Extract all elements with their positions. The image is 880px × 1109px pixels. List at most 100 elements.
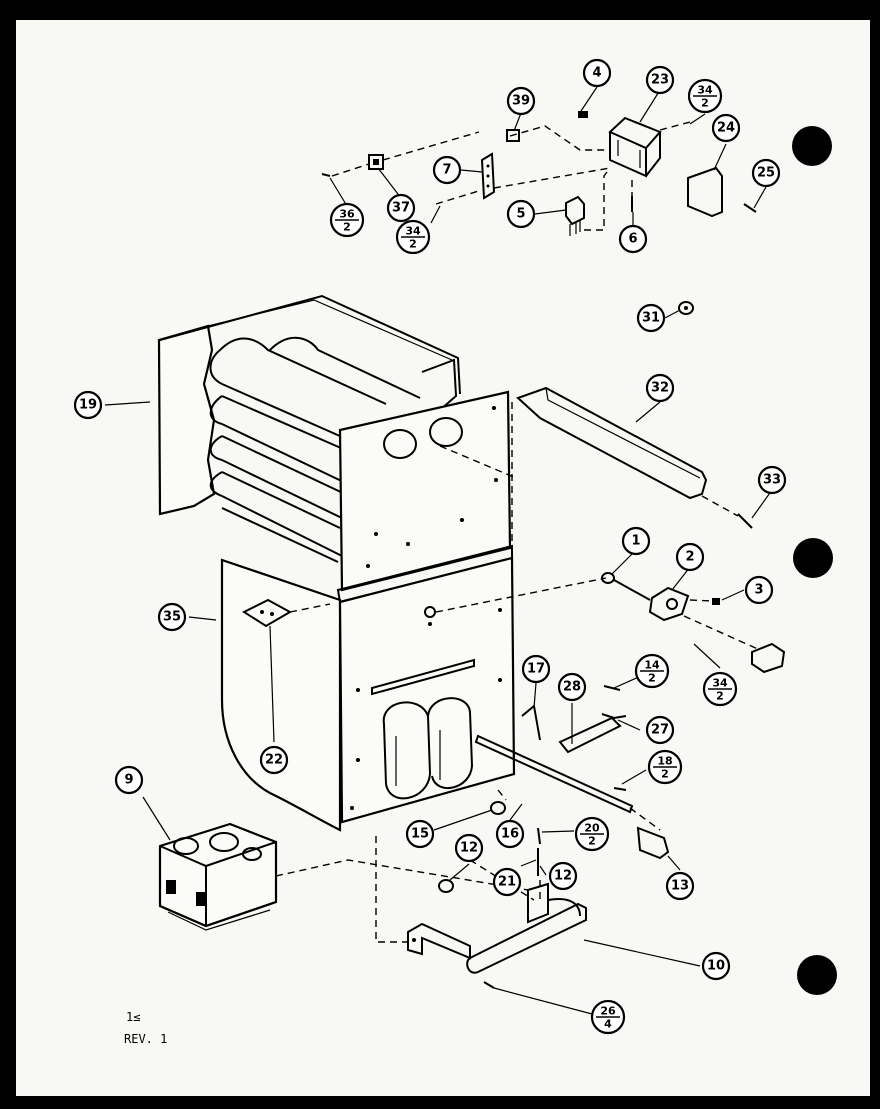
callout-21: 21 (492, 867, 522, 897)
callout-part-number: 13 (671, 879, 689, 894)
callout-part-number: 2 (685, 550, 694, 565)
callout-circle (114, 765, 144, 795)
callout-part-number: 5 (516, 207, 525, 222)
callout-part-number: 39 (512, 94, 530, 109)
heat-exchanger-assembly (157, 294, 607, 832)
callout-part-number: 33 (763, 473, 781, 488)
callout-part-number: 37 (392, 201, 410, 216)
callout-circle (405, 819, 435, 849)
callout-16: 16 (495, 819, 525, 849)
callout-circle (675, 542, 705, 572)
callout-18-qty-2: 182 (647, 749, 683, 785)
callout-3: 3 (744, 575, 774, 605)
callout-circle (506, 86, 536, 116)
callout-part-number: 3 (754, 583, 763, 598)
callout-part-number: 16 (501, 827, 519, 842)
callout-circle (73, 390, 103, 420)
callout-part-number: 25 (757, 166, 775, 181)
callout-34-qty-2: 342 (395, 219, 431, 255)
callout-37: 37 (386, 193, 416, 223)
callout-part-number: 32 (651, 381, 669, 396)
callout-circle (495, 819, 525, 849)
callout-part-number: 34 (697, 84, 713, 97)
callout-circle (701, 951, 731, 981)
callout-quantity: 2 (701, 97, 709, 110)
callout-22: 22 (259, 745, 289, 775)
callout-7: 7 (432, 155, 462, 185)
binder-hole-middle (793, 538, 833, 578)
callout-39: 39 (506, 86, 536, 116)
callout-circle (557, 672, 587, 702)
callout-part-number: 6 (628, 232, 637, 247)
callout-circle (259, 745, 289, 775)
callout-circle (548, 861, 578, 891)
gas-valve-part-9 (158, 822, 278, 931)
callout-circle (645, 373, 675, 403)
callout-part-number: 34 (712, 677, 728, 690)
callout-26-qty-4: 264 (590, 999, 626, 1035)
callout-10: 10 (701, 951, 731, 981)
revision-label: REV. 1 (124, 1032, 168, 1046)
callout-part-number: 34 (405, 225, 421, 238)
callout-19: 19 (73, 390, 103, 420)
callout-part-number: 36 (339, 208, 355, 221)
callout-quantity: 2 (588, 835, 596, 848)
callout-13: 13 (665, 871, 695, 901)
binder-hole-top (792, 126, 832, 166)
callout-circle (621, 526, 651, 556)
callout-part-number: 20 (584, 822, 600, 835)
callout-circle (521, 654, 551, 684)
callout-part-number: 17 (527, 662, 545, 677)
callout-12: 12 (454, 833, 484, 863)
callout-2: 2 (675, 542, 705, 572)
callout-circle (618, 224, 648, 254)
callout-12: 12 (548, 861, 578, 891)
callout-15: 15 (405, 819, 435, 849)
callout-part-number: 15 (411, 827, 429, 842)
callout-34-qty-2: 342 (687, 78, 723, 114)
callout-17: 17 (521, 654, 551, 684)
callout-circle (744, 575, 774, 605)
callout-32: 32 (645, 373, 675, 403)
callout-part-number: 26 (600, 1005, 616, 1018)
callout-part-number: 7 (442, 163, 451, 178)
callout-part-number: 28 (563, 680, 581, 695)
callout-25: 25 (751, 158, 781, 188)
callout-5: 5 (506, 199, 536, 229)
callout-circle (711, 113, 741, 143)
callout-circle (454, 833, 484, 863)
part-32-rail (516, 386, 753, 529)
callout-quantity: 2 (409, 238, 417, 251)
callout-27: 27 (645, 715, 675, 745)
callout-20-qty-2: 202 (574, 816, 610, 852)
callout-circle (492, 867, 522, 897)
callout-part-number: 24 (717, 121, 735, 136)
callout-part-number: 21 (498, 875, 516, 890)
callout-circle (636, 303, 666, 333)
callout-part-number: 12 (554, 869, 572, 884)
callout-quantity: 2 (343, 221, 351, 234)
callout-quantity: 2 (716, 690, 724, 703)
callout-circle (432, 155, 462, 185)
limit-switch-parts (601, 572, 786, 674)
callout-part-number: 23 (651, 73, 669, 88)
callout-circle (157, 602, 187, 632)
callout-6: 6 (618, 224, 648, 254)
callout-circle (582, 58, 612, 88)
leader-lines (104, 86, 773, 1015)
callout-23: 23 (645, 65, 675, 95)
control-box-assembly (321, 111, 757, 236)
callout-part-number: 12 (460, 841, 478, 856)
callout-circle (506, 199, 536, 229)
callout-1: 1 (621, 526, 651, 556)
callout-36-qty-2: 362 (329, 202, 365, 238)
callout-circle (386, 193, 416, 223)
callout-circle (645, 65, 675, 95)
callout-35: 35 (157, 602, 187, 632)
callout-part-number: 18 (657, 755, 672, 768)
callout-4: 4 (582, 58, 612, 88)
callout-part-number: 22 (265, 753, 283, 768)
